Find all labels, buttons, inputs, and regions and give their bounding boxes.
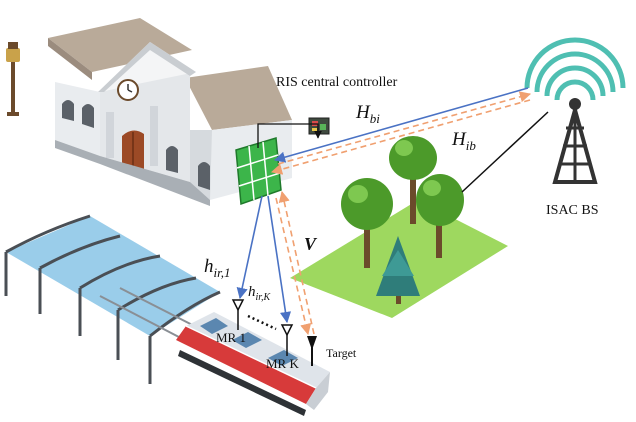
mr1-label: MR 1 — [216, 330, 246, 345]
h-bi-subscript: bi — [370, 111, 381, 126]
link-h-ib — [461, 111, 549, 193]
antenna-icon — [280, 324, 294, 356]
mrk-label: MR K — [266, 356, 299, 371]
target-label: Target — [326, 346, 357, 360]
tree-icon — [389, 136, 437, 224]
building-icon — [48, 18, 292, 206]
link-v-up — [278, 190, 315, 335]
station-canopy-icon — [4, 214, 221, 384]
link-ris-to-bs-echo-1 — [277, 91, 532, 165]
h-irk-subscript: ir,K — [256, 292, 272, 303]
link-h-ir1 — [236, 195, 263, 300]
h-irk-label: hir,K — [248, 284, 272, 303]
street-lamp-icon — [6, 42, 20, 116]
controller-callout-line — [257, 123, 322, 148]
isac-bs-tower-icon — [524, 37, 626, 184]
h-ir1-subscript: ir,1 — [214, 265, 231, 280]
controller-chip-icon — [308, 117, 330, 135]
train-icon — [176, 312, 330, 416]
tree-icon — [376, 236, 420, 304]
ris-panel-icon — [235, 137, 282, 206]
antenna-icon — [231, 299, 245, 330]
link-h-bi — [273, 87, 529, 163]
isac-bs-label: ISAC BS — [546, 203, 599, 218]
h-ib-subscript: ib — [466, 138, 477, 153]
ris-controller-label: RIS central controller — [276, 75, 398, 90]
antenna-icon — [307, 336, 317, 366]
h-bi-label: Hbi — [355, 102, 380, 126]
h-ir1-label: hir,1 — [204, 256, 230, 280]
tree-icon — [416, 174, 464, 258]
link-v-down — [275, 197, 312, 336]
tree-icon — [341, 178, 393, 268]
link-ris-to-bs-echo-2 — [270, 99, 531, 175]
link-h-irk — [267, 195, 292, 324]
park-area — [290, 136, 508, 318]
v-label: V — [304, 234, 318, 254]
mr-ellipsis — [247, 314, 277, 331]
h-ib-label: Hib — [451, 129, 476, 153]
